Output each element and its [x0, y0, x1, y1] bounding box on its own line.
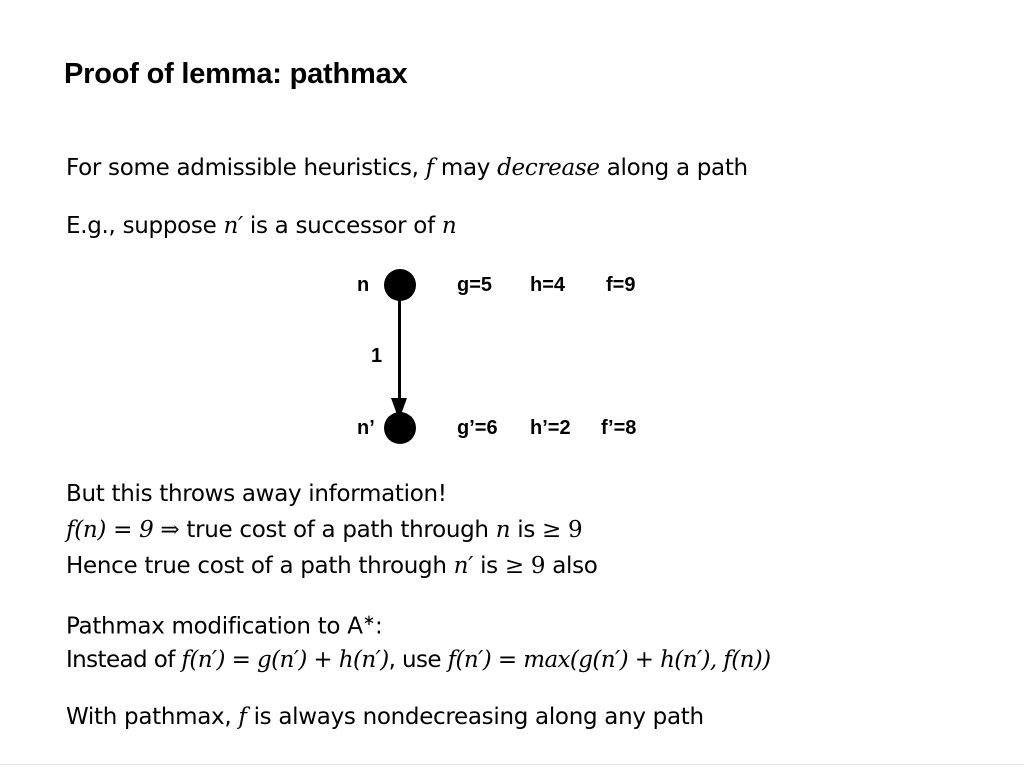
paragraph-pathmax-modification: Pathmax modification to A∗:	[66, 611, 383, 640]
paragraph-example: E.g., suppose n′ is a successor of n	[66, 213, 457, 239]
node-n-prime-f: f’=8	[601, 417, 637, 439]
node-n-prime	[384, 412, 416, 444]
node-n-h: h=4	[530, 274, 566, 296]
paragraph-decrease: For some admissible heuristics, f may de…	[66, 155, 748, 181]
node-n-prime-g: g’=6	[457, 417, 498, 439]
paragraph-instead: Instead of f(n′) = g(n′) + h(n′), use f(…	[66, 647, 771, 673]
paragraph-hence: Hence true cost of a path through n′ is …	[66, 553, 598, 579]
paragraph-information: But this throws away information!	[66, 481, 447, 507]
slide-title: Proof of lemma: pathmax	[64, 58, 408, 90]
paragraph-true-cost: f(n) = 9 ⇒ true cost of a path through n…	[66, 517, 583, 543]
node-label-n: n	[357, 274, 370, 296]
node-n-prime-h: h’=2	[530, 417, 571, 439]
footer-divider	[0, 764, 1024, 765]
node-n	[384, 269, 416, 301]
node-n-f: f=9	[606, 274, 636, 296]
node-label-n-prime: n’	[357, 417, 375, 439]
edge-cost: 1	[371, 345, 383, 367]
node-n-g: g=5	[457, 274, 493, 296]
edge-n-to-n-prime	[398, 299, 401, 411]
paragraph-nondecreasing: With pathmax, f is always nondecreasing …	[66, 704, 704, 730]
